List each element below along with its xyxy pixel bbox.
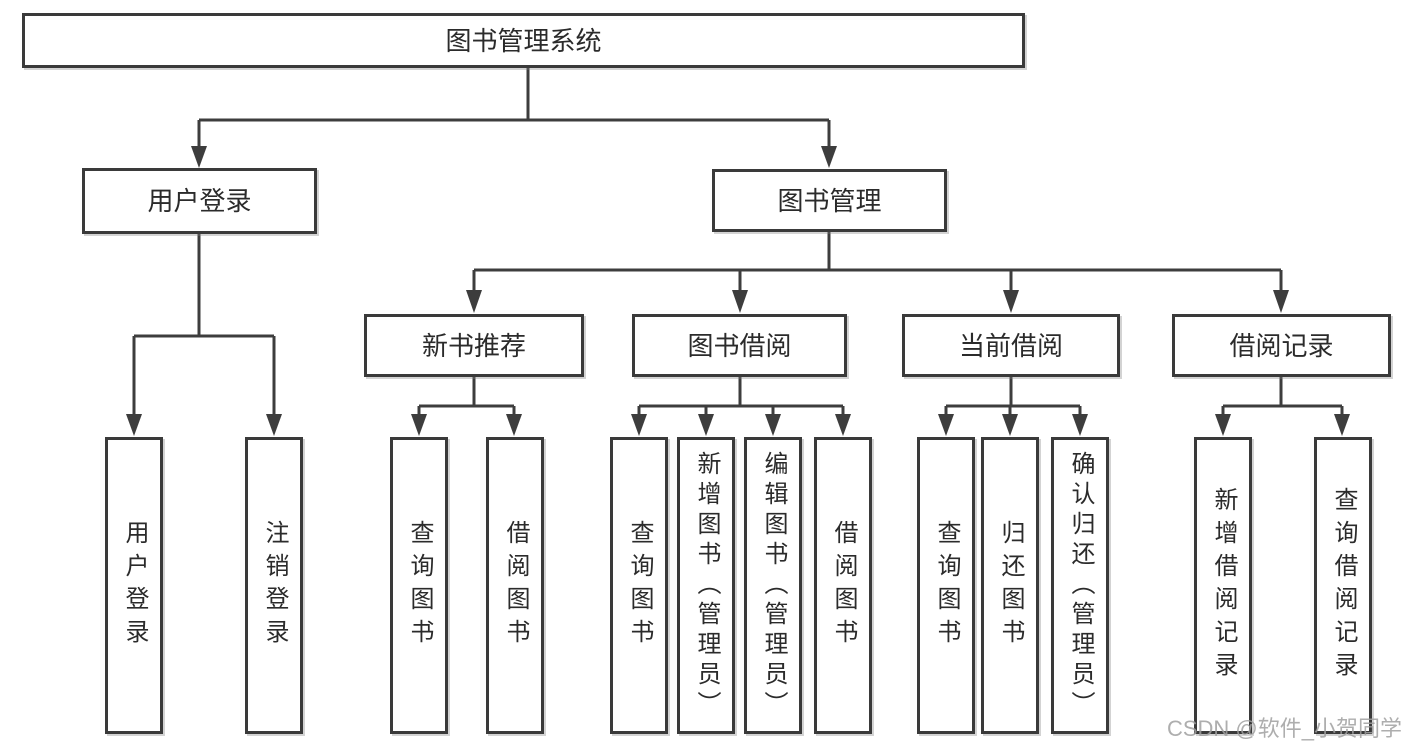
node-user-login-leaf-label: 用户登录	[121, 519, 148, 652]
node-query-books-borrowing-label: 查询图书	[626, 519, 653, 652]
node-book-management-label: 图书管理	[777, 185, 882, 216]
node-book-borrowing-label: 图书借阅	[687, 330, 792, 361]
node-query-borrow-record: 查询借阅记录	[1314, 437, 1372, 734]
node-edit-book-admin-label: 编辑图书（管理员）	[760, 450, 787, 721]
node-library-system-label: 图书管理系统	[445, 25, 602, 56]
node-book-management: 图书管理	[712, 169, 947, 232]
node-return-book: 归还图书	[981, 437, 1039, 734]
node-add-borrow-record: 新增借阅记录	[1194, 437, 1252, 734]
node-book-borrowing: 图书借阅	[632, 314, 847, 377]
node-query-books-borrowing: 查询图书	[610, 437, 668, 734]
node-confirm-return-admin: 确认归还（管理员）	[1051, 437, 1109, 734]
node-new-book-recommendation: 新书推荐	[364, 314, 584, 377]
node-edit-book-admin: 编辑图书（管理员）	[744, 437, 802, 734]
node-logout-leaf-label: 注销登录	[261, 519, 288, 652]
node-borrowing-records: 借阅记录	[1172, 314, 1391, 377]
node-borrow-books-recommend: 借阅图书	[486, 437, 544, 734]
node-current-borrowing-label: 当前借阅	[958, 330, 1063, 361]
node-query-borrow-record-label: 查询借阅记录	[1330, 486, 1357, 685]
node-add-book-admin-label: 新增图书（管理员）	[693, 450, 720, 721]
node-current-borrowing: 当前借阅	[902, 314, 1120, 377]
node-confirm-return-admin-label: 确认归还（管理员）	[1067, 450, 1094, 721]
node-add-borrow-record-label: 新增借阅记录	[1210, 486, 1237, 685]
watermark-text: CSDN @软件_小贺同学	[1166, 716, 1402, 741]
node-user-login-label: 用户登录	[147, 186, 252, 216]
node-logout-leaf: 注销登录	[245, 437, 303, 734]
arrowheads	[126, 146, 1350, 436]
node-borrow-books-recommend-label: 借阅图书	[502, 519, 529, 652]
node-library-system: 图书管理系统	[22, 13, 1025, 68]
node-new-book-recommendation-label: 新书推荐	[421, 330, 526, 361]
node-query-books-recommend-label: 查询图书	[406, 519, 433, 652]
node-user-login-leaf: 用户登录	[105, 437, 163, 734]
node-query-books-recommend: 查询图书	[390, 437, 448, 734]
node-user-login: 用户登录	[82, 168, 317, 234]
node-query-books-current: 查询图书	[917, 437, 975, 734]
node-borrow-books-leaf: 借阅图书	[814, 437, 872, 734]
node-add-book-admin: 新增图书（管理员）	[677, 437, 735, 734]
node-borrowing-records-label: 借阅记录	[1229, 330, 1334, 361]
node-return-book-label: 归还图书	[997, 519, 1024, 652]
node-query-books-current-label: 查询图书	[933, 519, 960, 652]
node-borrow-books-leaf-label: 借阅图书	[830, 519, 857, 652]
